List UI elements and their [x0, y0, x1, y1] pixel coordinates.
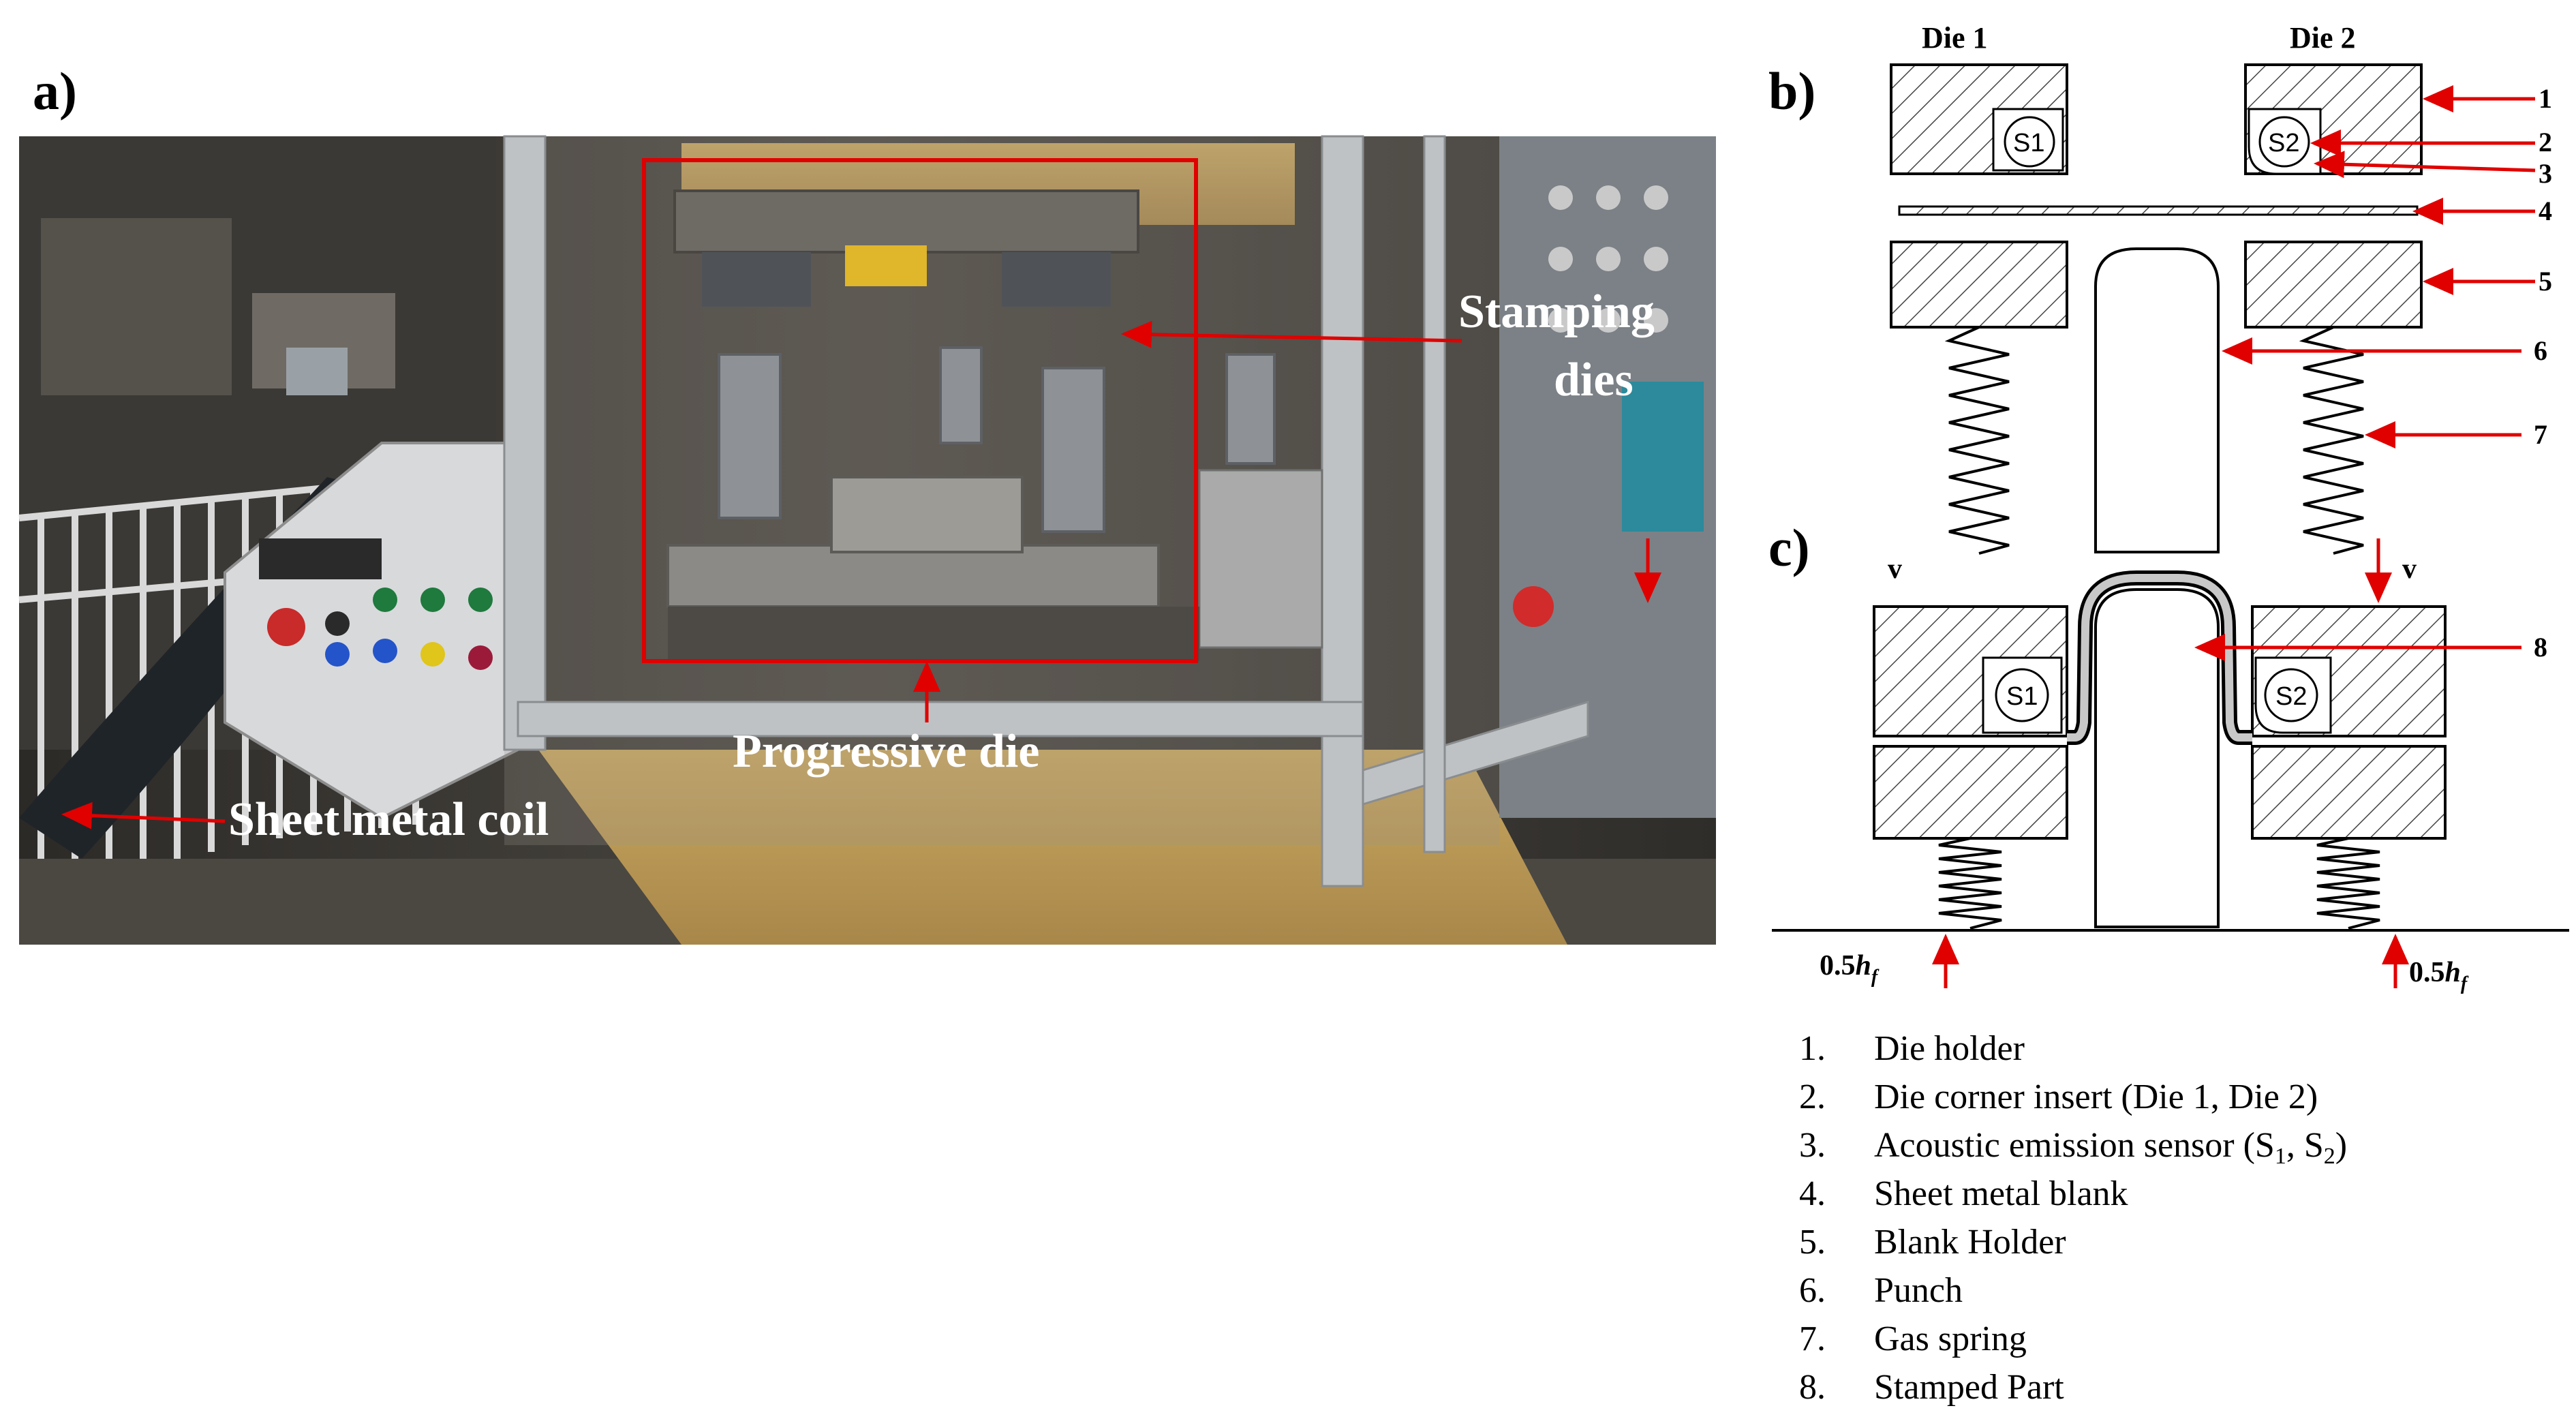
diagram-b: S1 S2	[1890, 63, 2423, 555]
sensor-s2-icon	[2258, 116, 2310, 168]
callout-4: 4	[2539, 196, 2552, 226]
callout-2: 2	[2539, 127, 2552, 157]
gas-spring-c-2	[2316, 837, 2380, 930]
sensor-s1-label: S1	[2013, 129, 2044, 157]
callouts-b	[2222, 85, 2536, 448]
panel-c-label: c)	[1768, 518, 1810, 577]
die1-label: Die 1	[1922, 21, 1988, 55]
machine-photo	[18, 135, 1716, 945]
gas-spring-2	[2299, 326, 2364, 555]
callout-7: 7	[2534, 419, 2547, 450]
legend-text-4: Sheet metal blank	[1874, 1174, 2128, 1213]
label-dies: dies	[1554, 354, 1634, 406]
panel-b-label: b)	[1768, 61, 1815, 121]
blank-holder-1	[1890, 241, 2068, 329]
legend-num-7: 7.	[1799, 1319, 1826, 1358]
label-stamping: Stamping	[1458, 286, 1655, 338]
legend-text-5: Blank Holder	[1874, 1223, 2066, 1262]
callout-5: 5	[2539, 266, 2552, 296]
legend-text-3: Acoustic emission sensor (S1, S2)	[1874, 1126, 2347, 1169]
legend-num-3: 3.	[1799, 1126, 1826, 1165]
gas-spring-1	[1944, 326, 2010, 555]
legend-num-6: 6.	[1799, 1271, 1826, 1310]
punch	[2094, 247, 2220, 553]
blank-holder-c-2	[2251, 745, 2447, 840]
die2-label: Die 2	[2290, 21, 2356, 55]
label-sheet-metal-coil: Sheet metal coil	[228, 793, 549, 846]
blank-holder-2	[2244, 241, 2423, 329]
sensor-c-s1-icon	[1995, 668, 2049, 722]
legend-text-7: Gas spring	[1874, 1319, 2027, 1358]
legend-text-8: Stamped Part	[1874, 1368, 2064, 1407]
gas-spring-c-1	[1938, 837, 2002, 930]
force-label-right: 0.5hf	[2409, 957, 2469, 994]
sensor-c-s2-label: S2	[2275, 682, 2307, 711]
legend: 1. Die holder 2. Die corner insert (Die …	[1799, 1029, 2347, 1407]
sheet-blank	[1898, 205, 2419, 216]
sensor-s2-label: S2	[2268, 129, 2299, 157]
legend-num-2: 2.	[1799, 1078, 1826, 1116]
label-progressive-die: Progressive die	[733, 725, 1039, 778]
photo-arrows	[61, 320, 1462, 829]
force-label-left: 0.5hf	[1820, 950, 1880, 988]
legend-num-8: 8.	[1799, 1368, 1826, 1407]
legend-text-6: Punch	[1874, 1271, 1963, 1310]
sensor-s1-icon	[2004, 116, 2055, 168]
callout-6: 6	[2534, 335, 2547, 366]
callout-8: 8	[2534, 632, 2547, 662]
control-buttons	[267, 588, 493, 670]
legend-num-5: 5.	[1799, 1223, 1826, 1262]
legend-num-4: 4.	[1799, 1174, 1826, 1213]
callout-3: 3	[2539, 158, 2552, 189]
sensor-c-s1-label: S1	[2006, 682, 2038, 711]
diagram-c: v v S1 S2	[1634, 538, 2569, 988]
punch-c	[2094, 588, 2220, 928]
blank-holder-c-1	[1873, 745, 2068, 840]
sensor-c-s2-icon	[2264, 668, 2318, 722]
callout-1: 1	[2539, 83, 2552, 114]
panel-a-label: a)	[33, 61, 77, 121]
legend-num-1: 1.	[1799, 1029, 1826, 1068]
velocity-right: v	[2402, 553, 2417, 585]
velocity-left: v	[1888, 553, 1902, 585]
legend-text-1: Die holder	[1874, 1029, 2025, 1068]
legend-text-2: Die corner insert (Die 1, Die 2)	[1874, 1078, 2318, 1116]
